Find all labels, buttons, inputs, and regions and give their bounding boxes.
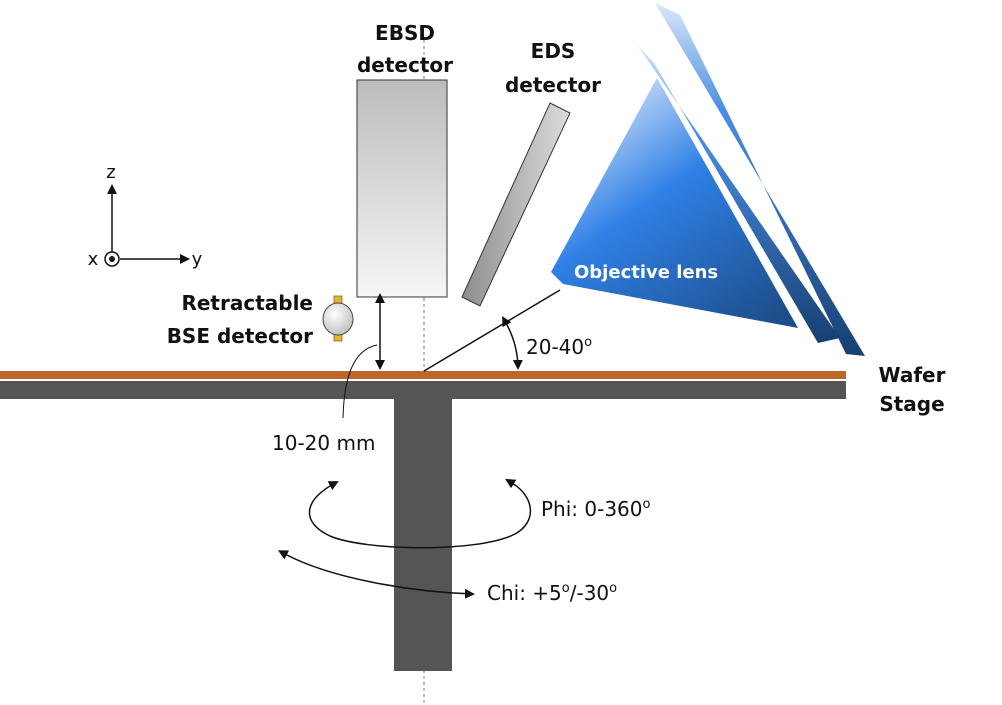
chi-tilt-arrow <box>277 550 475 599</box>
ebsd-detector <box>356 79 448 298</box>
stage-plate <box>0 381 846 399</box>
phi-rotation-arrow <box>308 478 532 549</box>
axis-x-label: x <box>88 249 99 270</box>
objective-lens-back <box>655 3 865 356</box>
angle-arc <box>502 316 523 370</box>
bse-detector <box>322 302 354 336</box>
angle-label: 20-40o <box>526 335 592 359</box>
phi-label: Phi: 0-360o <box>541 497 651 521</box>
beam-line <box>423 289 561 372</box>
distance-label: 10-20 mm <box>272 431 375 455</box>
ebsd-label-line2: detector <box>357 53 453 77</box>
stage-label: Stage <box>879 392 944 416</box>
ebsd-label-line1: EBSD <box>375 21 435 45</box>
objective-lens <box>551 78 798 328</box>
chi-label: Chi: +5o/-30o <box>487 581 617 605</box>
distance-leader-line <box>342 344 378 419</box>
axis-y-label: y <box>192 249 203 270</box>
bse-label-line1: Retractable <box>181 291 313 315</box>
circle-dot-icon <box>104 251 120 267</box>
eds-label-line1: EDS <box>531 39 576 63</box>
wafer <box>0 371 846 379</box>
objective-lens-mid <box>637 45 840 343</box>
stage-stem <box>394 398 452 671</box>
wafer-label: Wafer <box>879 363 946 387</box>
bse-label-line2: BSE detector <box>167 324 313 348</box>
objective-lens-label: Objective lens <box>574 262 718 283</box>
axis-z-label: z <box>106 162 115 183</box>
eds-label-line2: detector <box>505 73 601 97</box>
eds-detector <box>461 102 571 307</box>
